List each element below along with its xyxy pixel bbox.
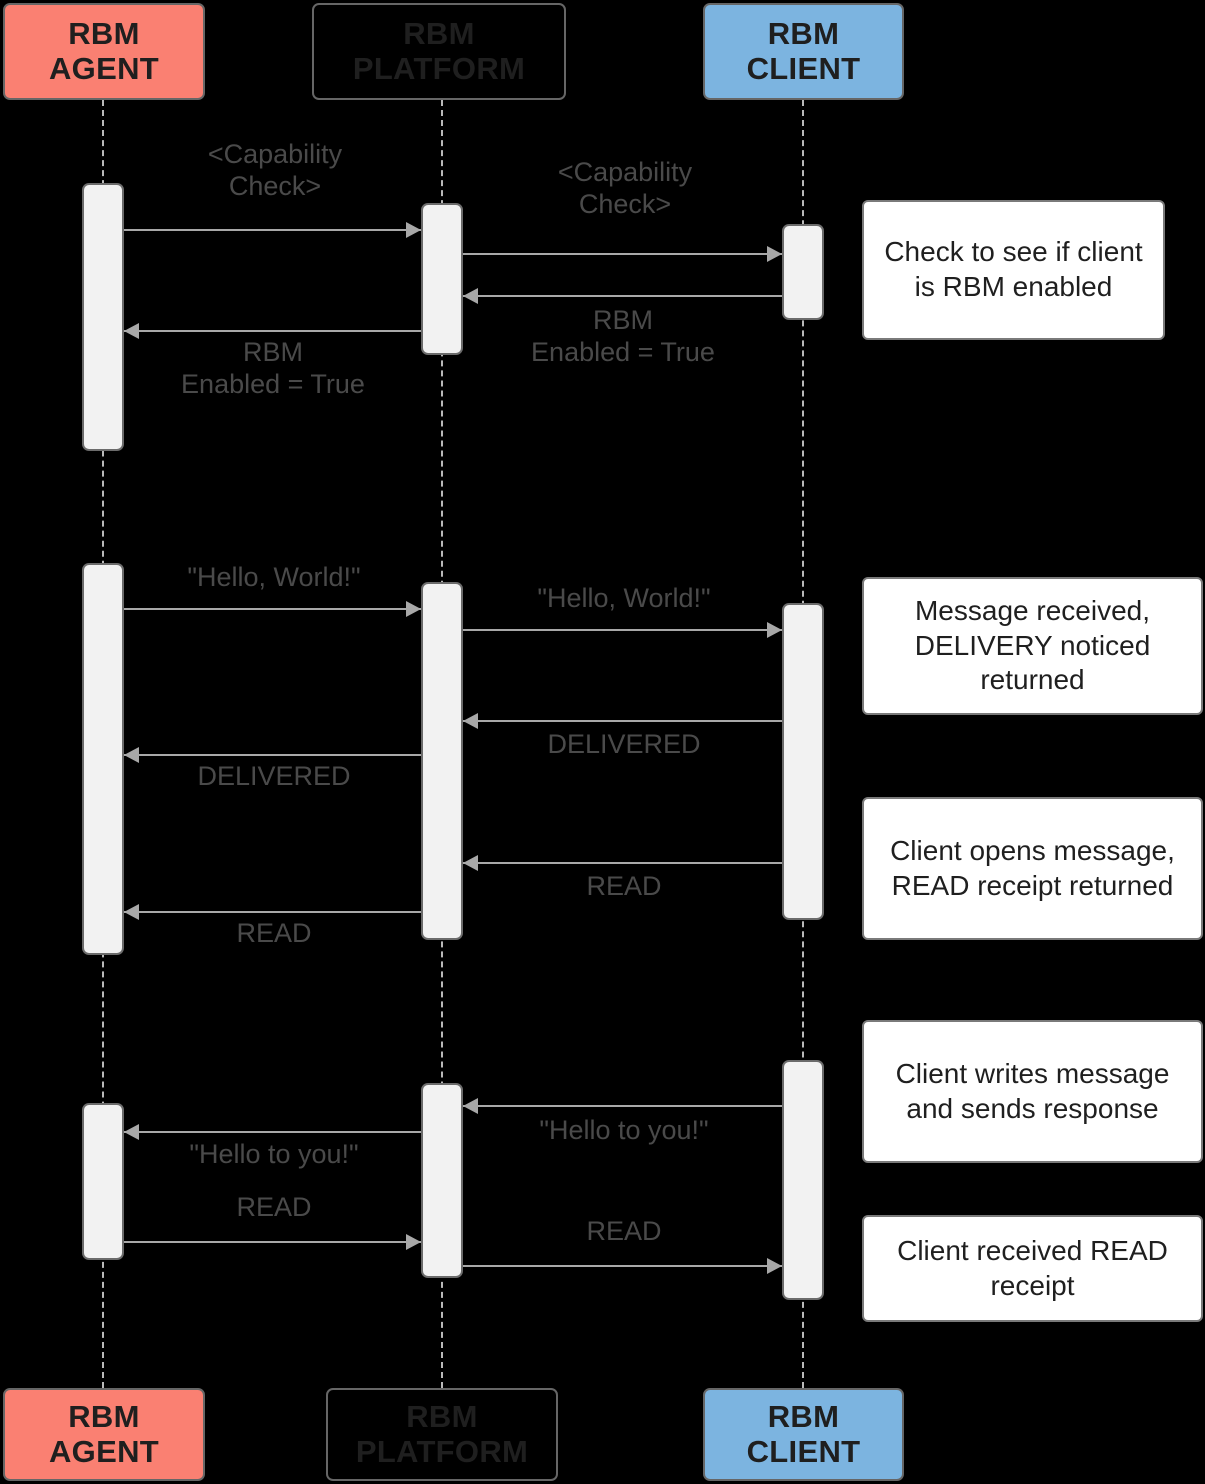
participant-label-agent: RBM AGENT bbox=[49, 1398, 159, 1469]
msg-hello-world-1-line bbox=[124, 608, 421, 610]
msg-delivered-1-label: DELIVERED bbox=[197, 761, 351, 791]
msg-hello-world-1-arrowhead bbox=[406, 601, 421, 617]
msg-read-4-line bbox=[463, 1265, 782, 1267]
msg-read-4-label: READ bbox=[586, 1216, 662, 1246]
msg-capability-check-1-label: <Capability Check> bbox=[207, 139, 343, 201]
msg-capability-check-1-line bbox=[124, 229, 421, 231]
msg-capability-check-1-arrowhead bbox=[406, 222, 421, 238]
msg-delivered-2-line bbox=[463, 720, 782, 722]
msg-read-3-label: READ bbox=[236, 1192, 312, 1222]
note-client-received: Client received READ receipt bbox=[862, 1215, 1203, 1322]
participant-label-agent: RBM AGENT bbox=[49, 15, 159, 86]
note-client-received-text: Client received READ receipt bbox=[897, 1234, 1168, 1301]
activation-bar-agent bbox=[82, 183, 124, 451]
msg-hello-world-2-label: "Hello, World!" bbox=[537, 583, 711, 613]
participant-label-client: RBM CLIENT bbox=[746, 15, 861, 86]
msg-delivered-2-arrowhead bbox=[463, 713, 478, 729]
msg-hello-to-you-1-line bbox=[124, 1131, 421, 1133]
participant-footer-platform[interactable]: RBM PLATFORM bbox=[326, 1388, 558, 1481]
msg-read-4-arrowhead bbox=[767, 1258, 782, 1274]
msg-capability-check-2-line bbox=[463, 253, 782, 255]
participant-footer-agent[interactable]: RBM AGENT bbox=[3, 1388, 205, 1481]
activation-bar-platform bbox=[421, 1083, 463, 1278]
msg-hello-to-you-2-line bbox=[463, 1105, 782, 1107]
participant-label-platform: RBM PLATFORM bbox=[352, 15, 526, 86]
msg-read-1-label: READ bbox=[236, 918, 312, 948]
msg-capability-check-2-arrowhead bbox=[767, 246, 782, 262]
note-client-writes: Client writes message and sends response bbox=[862, 1020, 1203, 1163]
note-capability-text: Check to see if client is RBM enabled bbox=[884, 236, 1143, 302]
msg-hello-world-1-label: "Hello, World!" bbox=[187, 562, 361, 592]
participant-header-client[interactable]: RBM CLIENT bbox=[703, 3, 904, 100]
note-capability: Check to see if client is RBM enabled bbox=[862, 200, 1165, 340]
activation-bar-client bbox=[782, 603, 824, 920]
participant-header-agent[interactable]: RBM AGENT bbox=[3, 3, 205, 100]
msg-read-3-line bbox=[124, 1241, 421, 1243]
msg-read-1-arrowhead bbox=[124, 904, 139, 920]
activation-bar-agent bbox=[82, 1103, 124, 1260]
msg-capability-check-2-label: <Capability Check> bbox=[557, 157, 693, 219]
msg-rbm-enabled-1-label: RBM Enabled = True bbox=[181, 337, 365, 399]
note-delivery: Message received, DELIVERY noticed retur… bbox=[862, 577, 1203, 715]
note-read-receipt-text: Client opens message, READ receipt retur… bbox=[890, 834, 1175, 901]
msg-read-3-arrowhead bbox=[406, 1234, 421, 1250]
participant-label-platform: RBM PLATFORM bbox=[355, 1398, 529, 1469]
participant-footer-client[interactable]: RBM CLIENT bbox=[703, 1388, 904, 1481]
msg-read-1-line bbox=[124, 911, 421, 913]
msg-read-2-arrowhead bbox=[463, 855, 478, 871]
msg-read-2-label: READ bbox=[586, 871, 662, 901]
msg-hello-world-2-line bbox=[463, 629, 782, 631]
msg-rbm-enabled-2-label: RBM Enabled = True bbox=[531, 305, 715, 367]
msg-delivered-1-line bbox=[124, 754, 421, 756]
msg-hello-world-2-arrowhead bbox=[767, 622, 782, 638]
msg-rbm-enabled-2-arrowhead bbox=[463, 288, 478, 304]
activation-bar-platform bbox=[421, 582, 463, 940]
msg-hello-to-you-2-arrowhead bbox=[463, 1098, 478, 1114]
msg-delivered-2-label: DELIVERED bbox=[547, 729, 701, 759]
note-delivery-text: Message received, DELIVERY noticed retur… bbox=[914, 594, 1151, 696]
activation-bar-client bbox=[782, 1060, 824, 1300]
participant-header-platform[interactable]: RBM PLATFORM bbox=[312, 3, 566, 100]
activation-bar-platform bbox=[421, 203, 463, 355]
msg-hello-to-you-2-label: "Hello to you!" bbox=[539, 1115, 709, 1145]
note-client-writes-text: Client writes message and sends response bbox=[895, 1057, 1170, 1124]
msg-read-2-line bbox=[463, 862, 782, 864]
msg-rbm-enabled-2-line bbox=[463, 295, 782, 297]
activation-bar-client bbox=[782, 224, 824, 320]
participant-label-client: RBM CLIENT bbox=[746, 1398, 861, 1469]
note-read-receipt: Client opens message, READ receipt retur… bbox=[862, 797, 1203, 940]
activation-bar-agent bbox=[82, 563, 124, 955]
msg-delivered-1-arrowhead bbox=[124, 747, 139, 763]
msg-hello-to-you-1-arrowhead bbox=[124, 1124, 139, 1140]
msg-rbm-enabled-1-arrowhead bbox=[124, 323, 139, 339]
msg-rbm-enabled-1-line bbox=[124, 330, 421, 332]
msg-hello-to-you-1-label: "Hello to you!" bbox=[189, 1139, 359, 1169]
